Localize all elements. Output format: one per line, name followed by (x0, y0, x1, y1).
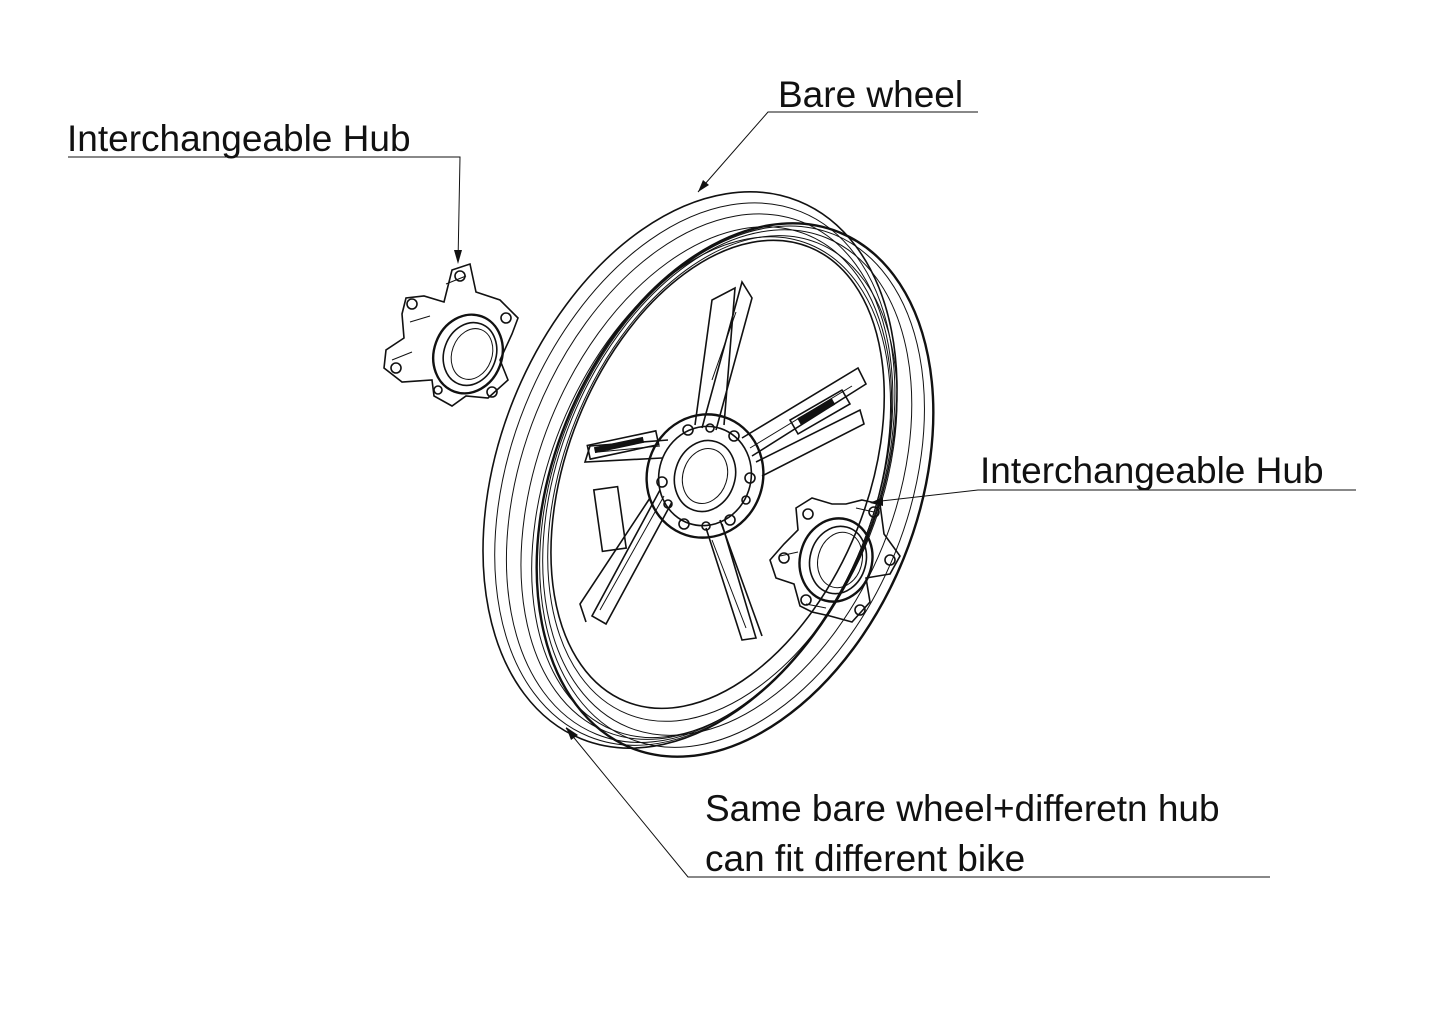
bare-wheel-drawing (482, 191, 935, 758)
arrowhead-hub-left (454, 250, 462, 264)
arrowhead-bare-wheel (698, 180, 709, 192)
leader-note (565, 727, 1270, 878)
wheel-center-hub (645, 413, 765, 539)
leader-hub-left (68, 156, 461, 263)
label-bare-wheel: Bare wheel (778, 74, 964, 115)
label-hub-left: Interchangeable Hub (67, 118, 411, 159)
arrowhead-note (566, 727, 578, 740)
wheel-spokes (579, 280, 868, 641)
leader-bare-wheel (697, 111, 978, 193)
leader-lines (68, 111, 1356, 878)
label-note-line1: Same bare wheel+differetn hub (705, 788, 1220, 829)
hub-left-drawing (383, 262, 519, 407)
label-note-line2: can fit different bike (705, 838, 1026, 879)
hub-right-drawing (769, 497, 901, 623)
leader-hub-right (871, 489, 1356, 503)
label-hub-right: Interchangeable Hub (980, 450, 1324, 491)
